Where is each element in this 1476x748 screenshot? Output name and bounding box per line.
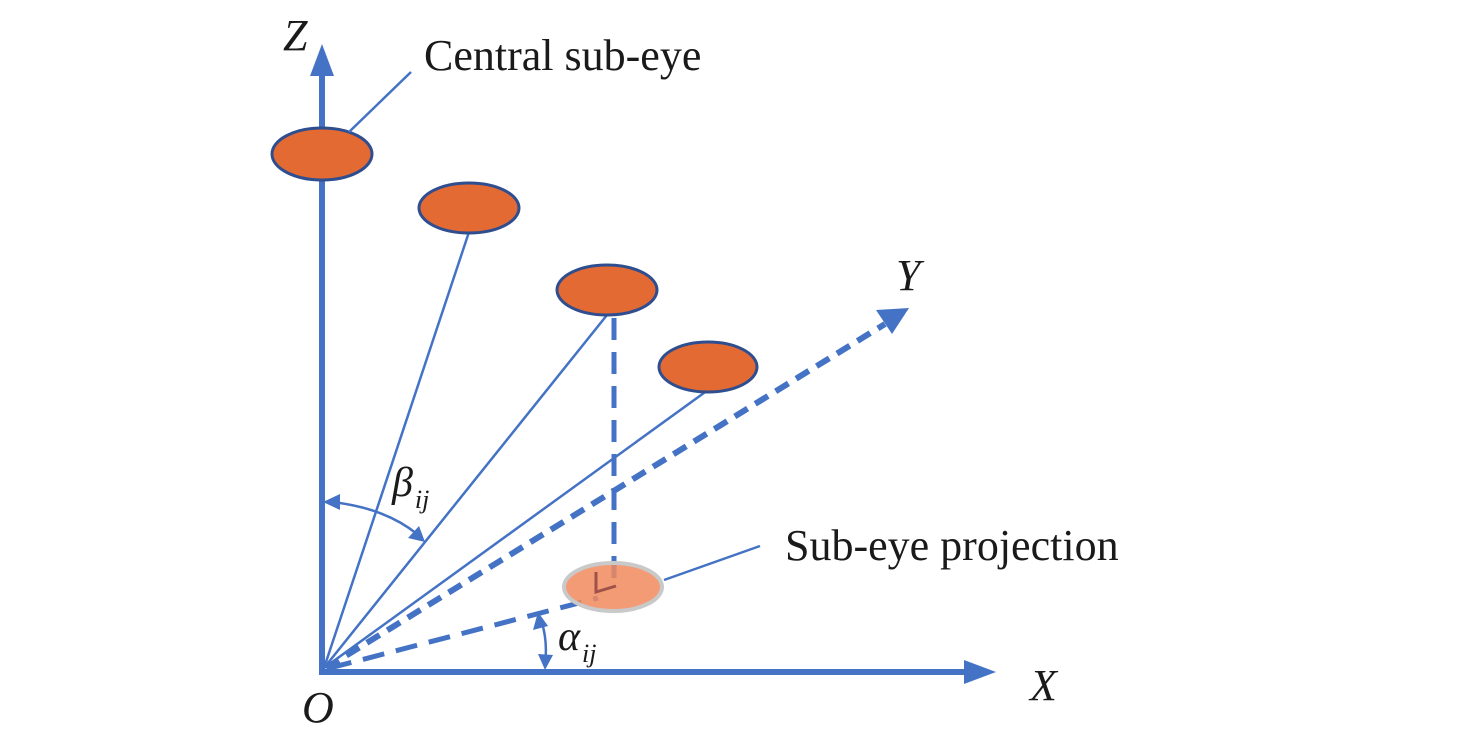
- ray-to-sub-eye-4: [323, 388, 709, 670]
- ray-to-sub-eye-3: [323, 314, 608, 669]
- alpha-angle-label: αij: [558, 614, 597, 668]
- central-sub-eye-leader: [348, 71, 412, 133]
- projection-direction-line: [329, 595, 599, 671]
- z-axis-label: Z: [283, 11, 308, 60]
- sub-eye-projection-leader: [663, 544, 761, 582]
- x-axis-label: X: [1028, 661, 1059, 710]
- alpha-angle-arc: [533, 612, 553, 670]
- beta-angle-arc: [323, 494, 425, 542]
- sub-eye-projection-label: Sub-eye projection: [785, 521, 1119, 570]
- alpha-symbol: α: [558, 614, 581, 660]
- right-angle-mark: [594, 572, 617, 595]
- origin-label: O: [302, 683, 334, 732]
- sub-eye-2: [417, 181, 521, 235]
- sub-eye-3: [555, 263, 659, 317]
- sub-eyes: [270, 126, 759, 394]
- beta-angle-label: βij: [391, 460, 429, 514]
- sub-eye-rays: [322, 231, 709, 670]
- x-axis: [319, 660, 996, 684]
- beta-symbol: β: [391, 460, 413, 506]
- central-sub-eye: [270, 126, 374, 182]
- y-axis-label: Y: [896, 251, 925, 300]
- y-axis: [324, 308, 909, 671]
- alpha-subscript: ij: [582, 639, 596, 668]
- ray-to-sub-eye-2: [322, 231, 471, 669]
- beta-subscript: ij: [415, 485, 429, 514]
- sub-eye-4: [657, 340, 759, 394]
- central-sub-eye-label: Central sub-eye: [424, 31, 701, 80]
- sub-eye-projection-marker: [562, 561, 664, 613]
